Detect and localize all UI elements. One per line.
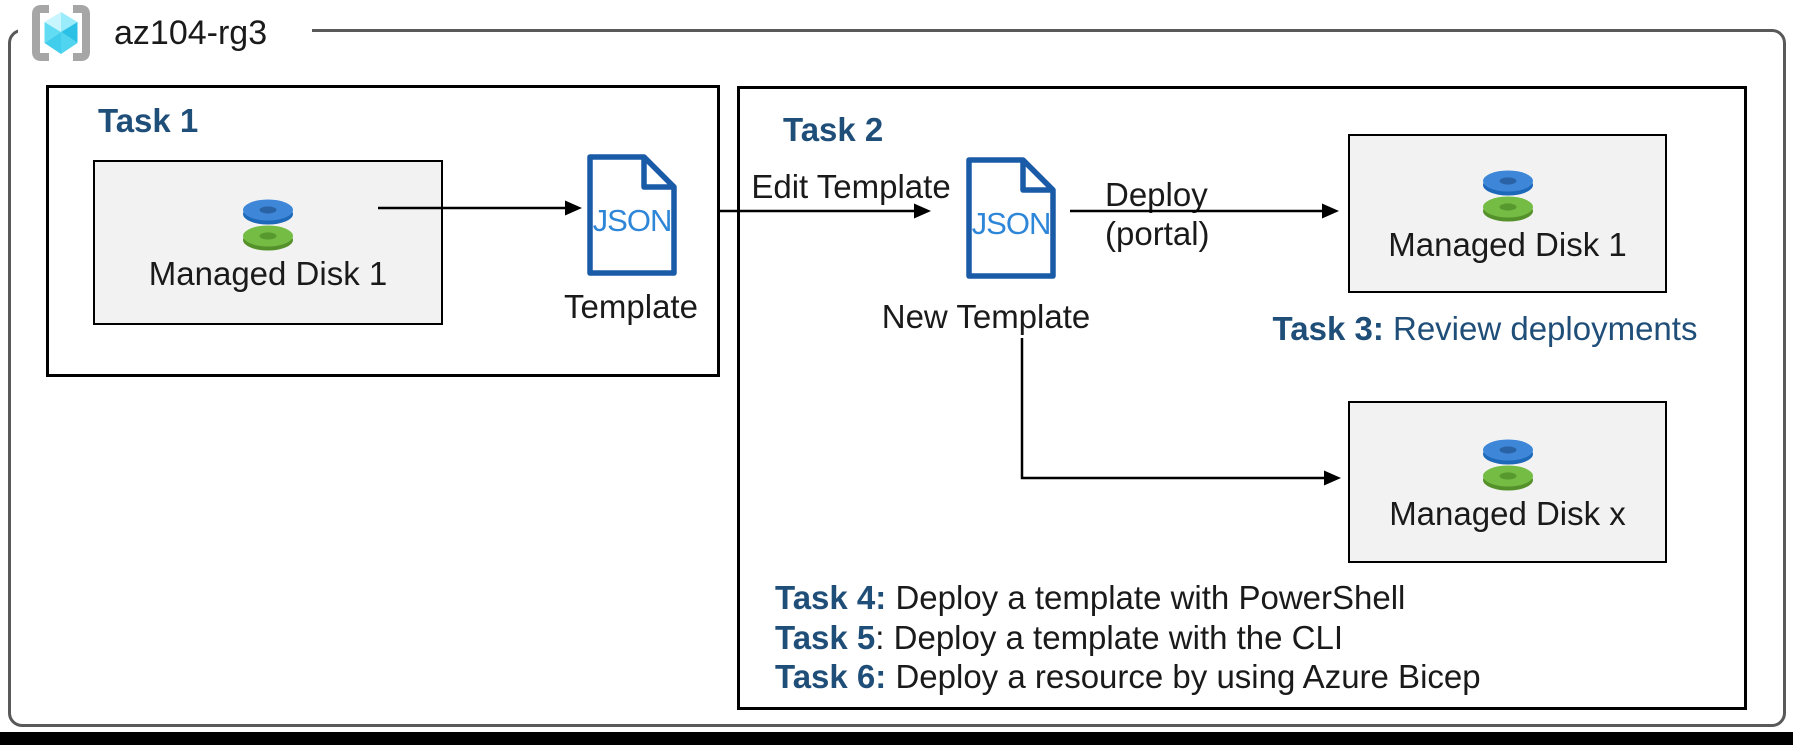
deploy-label-line2: (portal) <box>1105 215 1210 252</box>
json-icon-text: JSON <box>972 206 1051 241</box>
task5-text: : Deploy a template with the CLI <box>875 618 1344 656</box>
deployed-managed-disk-1-box: Managed Disk 1 <box>1348 134 1667 293</box>
template-label: Template <box>564 288 698 325</box>
tasks-list: Task 4: Deploy a template with PowerShel… <box>775 578 1481 697</box>
task5-prefix: Task 5 <box>775 618 876 656</box>
task4-prefix: Task 4: <box>775 579 887 616</box>
task6-item: Task 6: Deploy a resource by using Azure… <box>775 657 1481 697</box>
managed-disk-icon <box>1482 439 1533 490</box>
resource-group-icon <box>28 2 94 64</box>
task4-text: Deploy a template with PowerShell <box>886 579 1406 616</box>
managed-disk-x-label: Managed Disk x <box>1389 494 1626 532</box>
managed-disk-1-box: Managed Disk 1 <box>93 160 443 325</box>
deployed-managed-disk-1-label: Managed Disk 1 <box>1388 226 1627 263</box>
new-template-label: New Template <box>881 298 1091 335</box>
managed-disk-icon <box>1482 170 1533 222</box>
json-new-template-icon: JSON <box>965 156 1057 280</box>
task1-title: Task 1 <box>98 102 199 139</box>
deploy-label-line1: Deploy <box>1105 176 1208 213</box>
bottom-bar <box>0 732 1793 745</box>
edit-template-label: Edit Template <box>751 168 951 205</box>
task4-item: Task 4: Deploy a template with PowerShel… <box>775 578 1481 618</box>
task3-label: Task 3: Review deployments <box>1273 310 1698 348</box>
resource-group-header-mask <box>18 23 312 41</box>
deploy-label: Deploy (portal) <box>1105 175 1210 253</box>
resource-group-container <box>8 29 1786 727</box>
json-icon-text: JSON <box>593 203 672 238</box>
task3-text: Review deployments <box>1383 310 1698 347</box>
task6-prefix: Task 6: <box>775 658 887 695</box>
managed-disk-icon <box>243 199 293 251</box>
managed-disk-1-label: Managed Disk 1 <box>148 255 388 292</box>
task3-prefix: Task 3: <box>1272 310 1384 347</box>
json-template-icon: JSON <box>586 153 678 277</box>
resource-group-name: az104-rg3 <box>114 14 268 52</box>
task5-item: Task 5: Deploy a template with the CLI <box>775 618 1481 658</box>
managed-disk-x-box: Managed Disk x <box>1348 401 1667 563</box>
task6-text: Deploy a resource by using Azure Bicep <box>886 658 1481 695</box>
task2-title: Task 2 <box>783 111 884 148</box>
